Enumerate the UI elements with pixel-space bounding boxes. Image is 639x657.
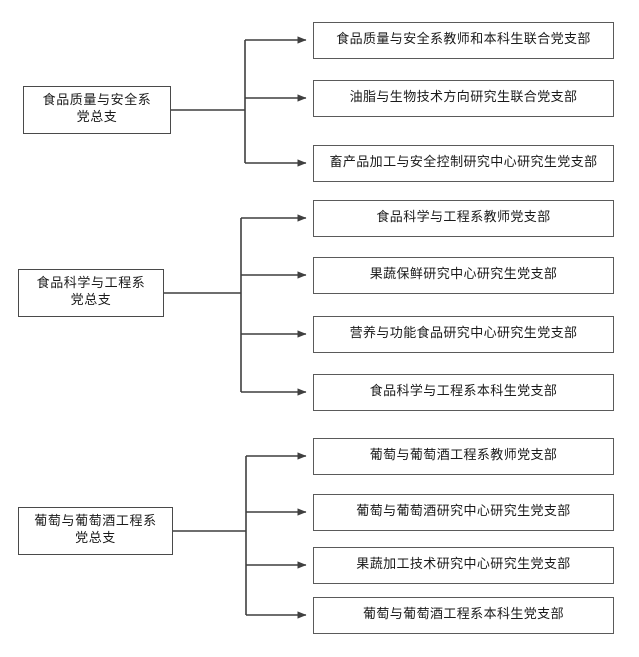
child-node-gwe-2[interactable]: 葡萄与葡萄酒研究中心研究生党支部 bbox=[313, 494, 614, 531]
child-node-label: 食品科学与工程系教师党支部 bbox=[376, 210, 551, 226]
child-node-label: 油脂与生物技术方向研究生联合党支部 bbox=[349, 90, 578, 106]
child-node-label: 葡萄与葡萄酒研究中心研究生党支部 bbox=[356, 504, 571, 520]
child-node-label: 营养与功能食品研究中心研究生党支部 bbox=[349, 326, 578, 342]
parent-node-label: 食品科学与工程系 党总支 bbox=[36, 276, 146, 308]
parent-node-food-science-engineering[interactable]: 食品科学与工程系 党总支 bbox=[18, 269, 164, 317]
child-node-label: 葡萄与葡萄酒工程系本科生党支部 bbox=[362, 607, 564, 623]
child-node-fse-3[interactable]: 营养与功能食品研究中心研究生党支部 bbox=[313, 316, 614, 353]
child-node-label: 食品科学与工程系本科生党支部 bbox=[369, 384, 558, 400]
child-node-fse-4[interactable]: 食品科学与工程系本科生党支部 bbox=[313, 374, 614, 411]
child-node-fse-1[interactable]: 食品科学与工程系教师党支部 bbox=[313, 200, 614, 237]
child-node-gwe-3[interactable]: 果蔬加工技术研究中心研究生党支部 bbox=[313, 547, 614, 584]
child-node-label: 葡萄与葡萄酒工程系教师党支部 bbox=[369, 448, 558, 464]
child-node-label: 果蔬加工技术研究中心研究生党支部 bbox=[356, 557, 571, 573]
parent-node-label: 食品质量与安全系 党总支 bbox=[42, 93, 152, 125]
parent-node-label: 葡萄与葡萄酒工程系 党总支 bbox=[34, 514, 157, 546]
child-node-label: 食品质量与安全系教师和本科生联合党支部 bbox=[336, 32, 591, 48]
child-node-fqs-2[interactable]: 油脂与生物技术方向研究生联合党支部 bbox=[313, 80, 614, 117]
child-node-fse-2[interactable]: 果蔬保鲜研究中心研究生党支部 bbox=[313, 257, 614, 294]
child-node-gwe-1[interactable]: 葡萄与葡萄酒工程系教师党支部 bbox=[313, 438, 614, 475]
parent-node-food-quality-safety[interactable]: 食品质量与安全系 党总支 bbox=[23, 86, 171, 134]
child-node-label: 果蔬保鲜研究中心研究生党支部 bbox=[369, 267, 558, 283]
child-node-fqs-3[interactable]: 畜产品加工与安全控制研究中心研究生党支部 bbox=[313, 145, 614, 182]
child-node-label: 畜产品加工与安全控制研究中心研究生党支部 bbox=[329, 155, 598, 171]
child-node-fqs-1[interactable]: 食品质量与安全系教师和本科生联合党支部 bbox=[313, 22, 614, 59]
child-node-gwe-4[interactable]: 葡萄与葡萄酒工程系本科生党支部 bbox=[313, 597, 614, 634]
connectors-group-2 bbox=[164, 214, 307, 396]
connectors-group-1 bbox=[171, 36, 307, 167]
parent-node-grape-wine-engineering[interactable]: 葡萄与葡萄酒工程系 党总支 bbox=[18, 507, 173, 555]
connectors-group-3 bbox=[173, 452, 307, 619]
